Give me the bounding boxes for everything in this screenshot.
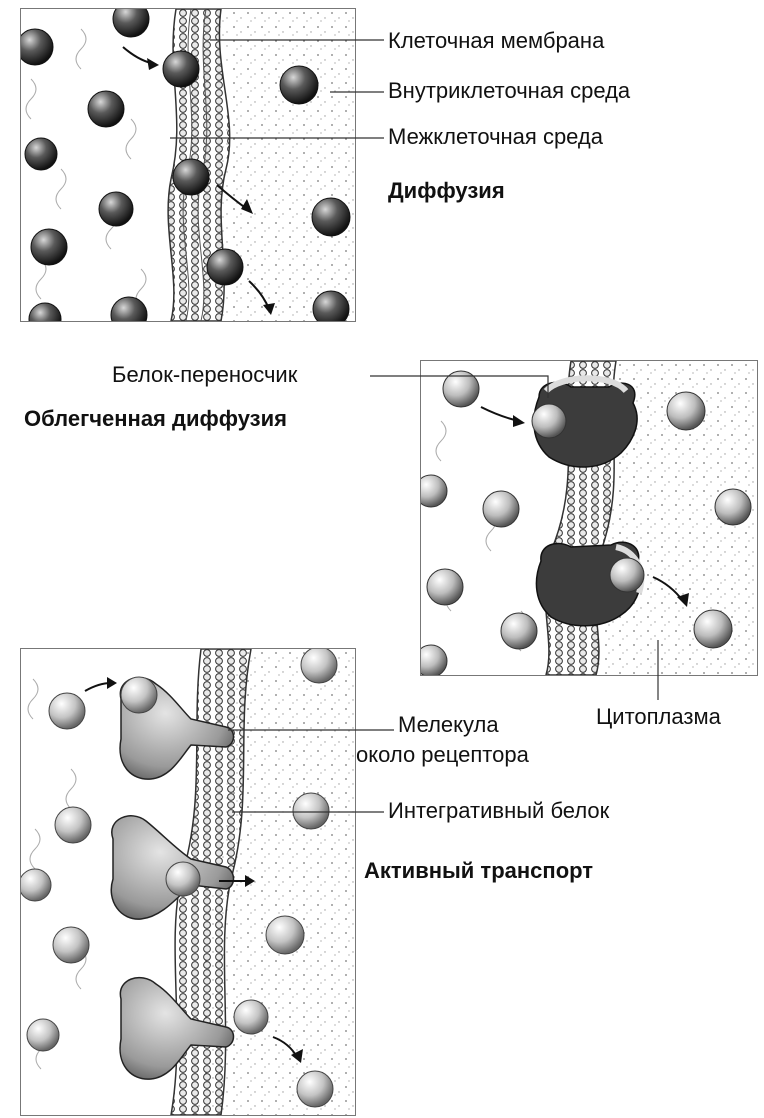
label-integral-protein: Интегративный белок: [388, 798, 609, 823]
title-active-transport: Активный транспорт: [364, 858, 593, 884]
label-molecule-line2: около рецептора: [356, 742, 529, 767]
title-diffusion: Диффузия: [388, 178, 505, 204]
label-cell-membrane: Клеточная мембрана: [388, 28, 604, 53]
label-carrier-protein: Белок-переносчик: [112, 362, 297, 387]
label-intracellular-medium: Внутриклеточная среда: [388, 78, 630, 103]
label-cytoplasm: Цитоплазма: [596, 704, 721, 729]
label-molecule-line1: Мелекула: [398, 712, 499, 737]
label-intercellular-medium: Межклеточная среда: [388, 124, 603, 149]
title-facilitated-diffusion: Облегченная диффузия: [24, 406, 287, 432]
